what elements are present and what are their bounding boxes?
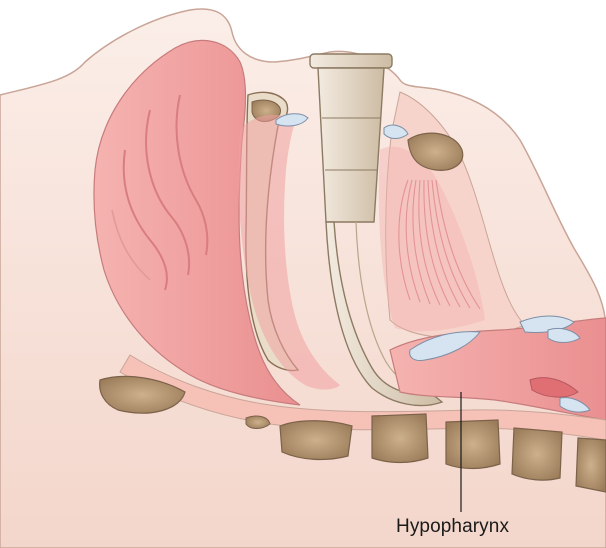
vertebra-6	[576, 438, 606, 492]
hypopharynx-label: Hypopharynx	[396, 516, 509, 538]
vertebra-5	[512, 428, 562, 480]
vertebra-4	[446, 420, 500, 469]
tube-barrel	[318, 68, 384, 222]
tube-flange	[310, 54, 392, 68]
vertebra-3	[372, 414, 428, 463]
vertebra-2	[280, 421, 352, 460]
